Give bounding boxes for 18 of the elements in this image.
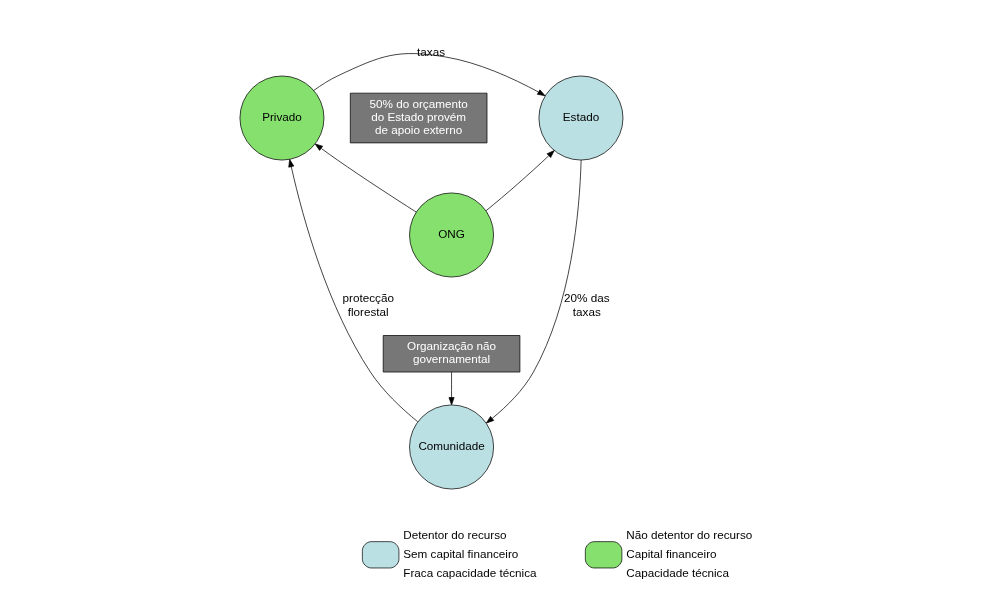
legend-label: Detentor do recurso — [403, 527, 507, 541]
edge-label: taxas — [417, 45, 446, 59]
arrow — [313, 53, 546, 96]
arrow — [448, 371, 455, 406]
edge-label: protecção florestal — [342, 291, 394, 318]
arrow — [485, 150, 555, 212]
legend-label: Capital financeiro — [626, 546, 717, 560]
node-box: 50% do orçamento do Estado provém de apoio externo — [349, 92, 488, 144]
legend-label: Sem capital financeiro — [403, 546, 519, 560]
legend-label: Fraca capacidade técnica — [403, 565, 537, 579]
legend-label: Capacidade técnica — [626, 565, 729, 579]
node-box: Organização não governamental — [382, 335, 521, 373]
edge-label: 20% das taxas — [564, 291, 610, 318]
arrow — [486, 159, 582, 424]
arrow — [288, 159, 419, 423]
arrow — [314, 143, 417, 213]
legend-label: Não detentor do recurso — [626, 527, 753, 541]
node-circle: ONG — [409, 192, 494, 278]
